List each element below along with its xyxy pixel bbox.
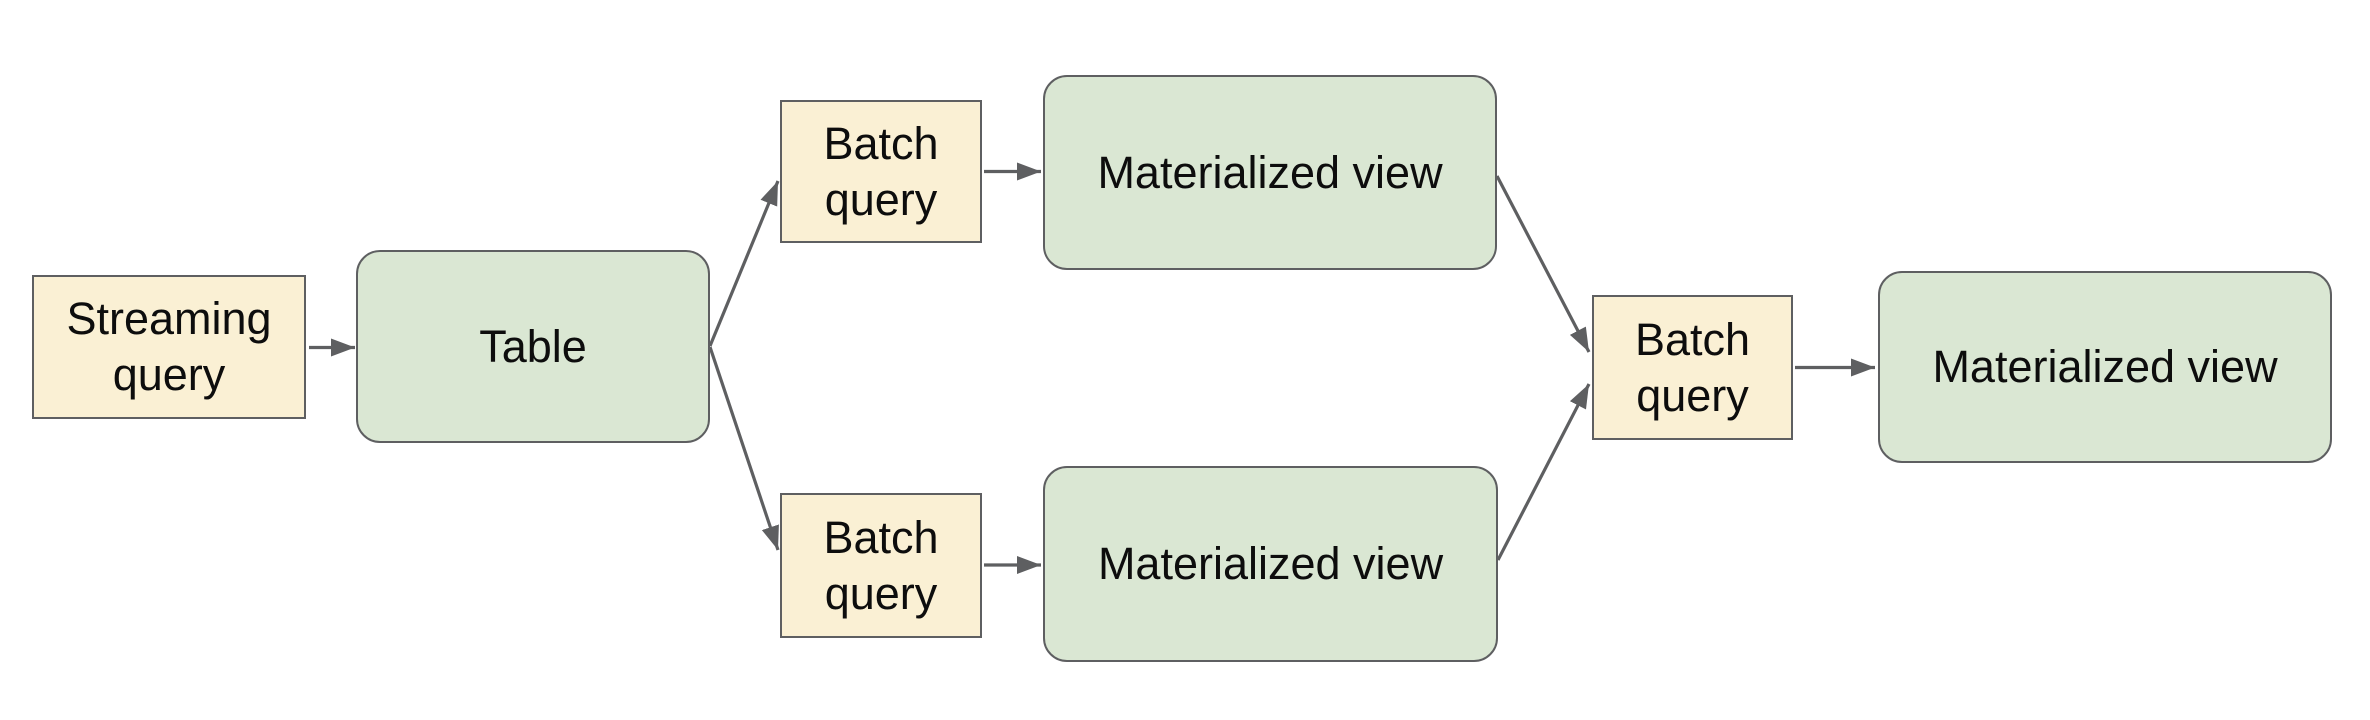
node-materialized-view-top: Materialized view: [1043, 75, 1497, 270]
node-materialized-view-bottom: Materialized view: [1043, 466, 1498, 662]
node-batch-query-right: Batch query: [1592, 295, 1793, 440]
edge-materialized-view-top-to-batch-query-right-arrow: [1495, 175, 1591, 353]
node-batch-query-bottom-label: Batch query: [823, 511, 939, 619]
node-materialized-view-top-label: Materialized view: [1097, 146, 1443, 198]
node-streaming-query-label: Streaming query: [66, 293, 272, 400]
node-batch-query-top: Batch query: [780, 100, 982, 243]
node-table: Table: [356, 250, 710, 443]
node-batch-query-top-label: Batch query: [823, 117, 939, 225]
edge-table-to-batch-query-bottom-arrow: [708, 346, 780, 551]
node-batch-query-right-label: Batch query: [1634, 313, 1751, 421]
node-streaming-query: Streaming query: [32, 275, 306, 419]
edge-materialized-view-bottom-to-batch-query-right-arrow: [1496, 383, 1591, 561]
node-materialized-view-bottom-label: Materialized view: [1097, 538, 1444, 590]
edge-table-to-batch-query-top-arrow: [708, 180, 780, 347]
node-batch-query-bottom: Batch query: [780, 493, 982, 638]
node-materialized-view-right-label: Materialized view: [1932, 341, 2278, 393]
node-materialized-view-right: Materialized view: [1878, 271, 2332, 463]
node-table-label: Table: [479, 320, 587, 372]
